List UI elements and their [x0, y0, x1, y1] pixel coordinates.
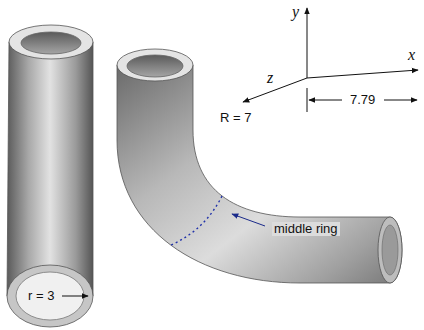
elbow-pipe	[117, 49, 402, 283]
straight-pipe	[7, 25, 93, 327]
axis-label: x	[408, 46, 415, 64]
axes	[243, 8, 418, 102]
leader-line	[232, 214, 265, 226]
dimension-line	[307, 88, 417, 112]
middle-ring-line	[171, 196, 222, 245]
axis-label: y	[292, 3, 299, 21]
axis-label: z	[267, 69, 273, 87]
radius-label: r = 3	[28, 289, 54, 303]
dimension-value: 7.79	[350, 93, 375, 107]
part-label: middle ring	[272, 222, 340, 236]
radius-label: R = 7	[220, 111, 251, 125]
